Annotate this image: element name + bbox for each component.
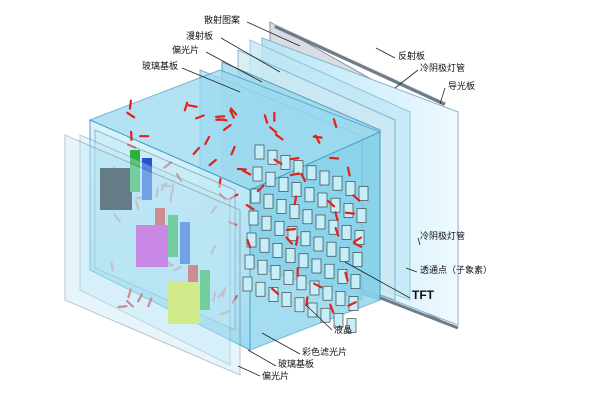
liquid-crystal-molecule xyxy=(290,158,298,159)
tft-cell xyxy=(344,203,353,217)
tft-cell xyxy=(359,187,368,201)
tft-cell xyxy=(295,298,304,312)
tft-cell xyxy=(346,181,355,195)
label-rear-glass-substrate: 玻璃基板 xyxy=(142,62,178,73)
liquid-crystal-molecule xyxy=(287,229,295,230)
label-ccfl-bottom: 冷阴极灯管 xyxy=(420,232,465,243)
label-ccfl-top: 冷阴极灯管 xyxy=(420,64,465,75)
liquid-crystal-molecule xyxy=(330,158,338,159)
tft-cell xyxy=(275,221,284,235)
tft-cell xyxy=(353,253,362,267)
liquid-crystal-molecule xyxy=(189,105,197,107)
tft-cell xyxy=(325,264,334,278)
tft-cell xyxy=(290,205,299,219)
liquid-crystal-molecule xyxy=(346,213,354,214)
label-pixel: 透通点（子象素） xyxy=(420,266,492,277)
tft-cell xyxy=(292,183,301,197)
tft-cell xyxy=(342,225,351,239)
tft-cell xyxy=(253,167,262,181)
tft-cell xyxy=(266,172,275,186)
tft-cell xyxy=(271,265,280,279)
tft-cell xyxy=(321,308,330,322)
tft-cell xyxy=(327,242,336,256)
tft-cell xyxy=(297,276,306,290)
liquid-crystal-molecule xyxy=(295,196,296,204)
tft-cell xyxy=(245,255,254,269)
tft-cell xyxy=(249,211,258,225)
tft-cell xyxy=(243,277,252,291)
tft-cell xyxy=(351,275,360,289)
label-liquid-crystal: 液晶 xyxy=(334,326,352,337)
tft-cell xyxy=(303,210,312,224)
tft-cell xyxy=(284,271,293,285)
tft-cell xyxy=(357,209,366,223)
tft-cell xyxy=(320,171,329,185)
tft-cell xyxy=(258,260,267,274)
tft-cell xyxy=(282,293,291,307)
tft-cell xyxy=(336,291,345,305)
tft-cell xyxy=(312,259,321,273)
liquid-crystal-molecule xyxy=(238,169,246,170)
tft-cell xyxy=(333,176,342,190)
tft-cell xyxy=(307,166,316,180)
tft-cell xyxy=(268,150,277,164)
tft-cell xyxy=(264,194,273,208)
label-diffuser-plate: 漫射板 xyxy=(186,32,213,43)
tft-cell xyxy=(286,249,295,263)
tft-cell xyxy=(308,303,317,317)
liquid-crystal-molecule xyxy=(296,237,297,245)
tft-cell xyxy=(323,286,332,300)
tft-cell xyxy=(260,238,269,252)
label-front-glass-substrate: 玻璃基板 xyxy=(278,360,314,371)
tft-cell xyxy=(255,145,264,159)
tft-cell xyxy=(262,216,271,230)
label-light-guide: 导光板 xyxy=(448,82,475,93)
tft-cell xyxy=(279,177,288,191)
liquid-crystal-molecule xyxy=(130,101,131,109)
label-front-polarizer: 偏光片 xyxy=(262,372,289,383)
tft-cell xyxy=(318,193,327,207)
tft-cell xyxy=(281,155,290,169)
tft-cell xyxy=(301,232,310,246)
label-diffuser-pattern: 散射图案 xyxy=(204,16,240,27)
tft-cell xyxy=(340,247,349,261)
label-reflector: 反射板 xyxy=(398,52,425,63)
liquid-crystal-molecule xyxy=(306,297,307,305)
label-color-filter: 彩色滤光片 xyxy=(302,348,347,359)
liquid-crystal-molecule xyxy=(348,168,350,176)
label-tft: TFT xyxy=(412,290,434,301)
tft-cell xyxy=(314,237,323,251)
tft-cell xyxy=(256,282,265,296)
tft-cell xyxy=(277,199,286,213)
liquid-crystal-molecule xyxy=(216,116,224,117)
tft-cell xyxy=(305,188,314,202)
tft-cell xyxy=(299,254,308,268)
label-rear-polarizer: 偏光片 xyxy=(172,46,199,57)
tft-cell xyxy=(316,215,325,229)
tft-cell xyxy=(273,243,282,257)
